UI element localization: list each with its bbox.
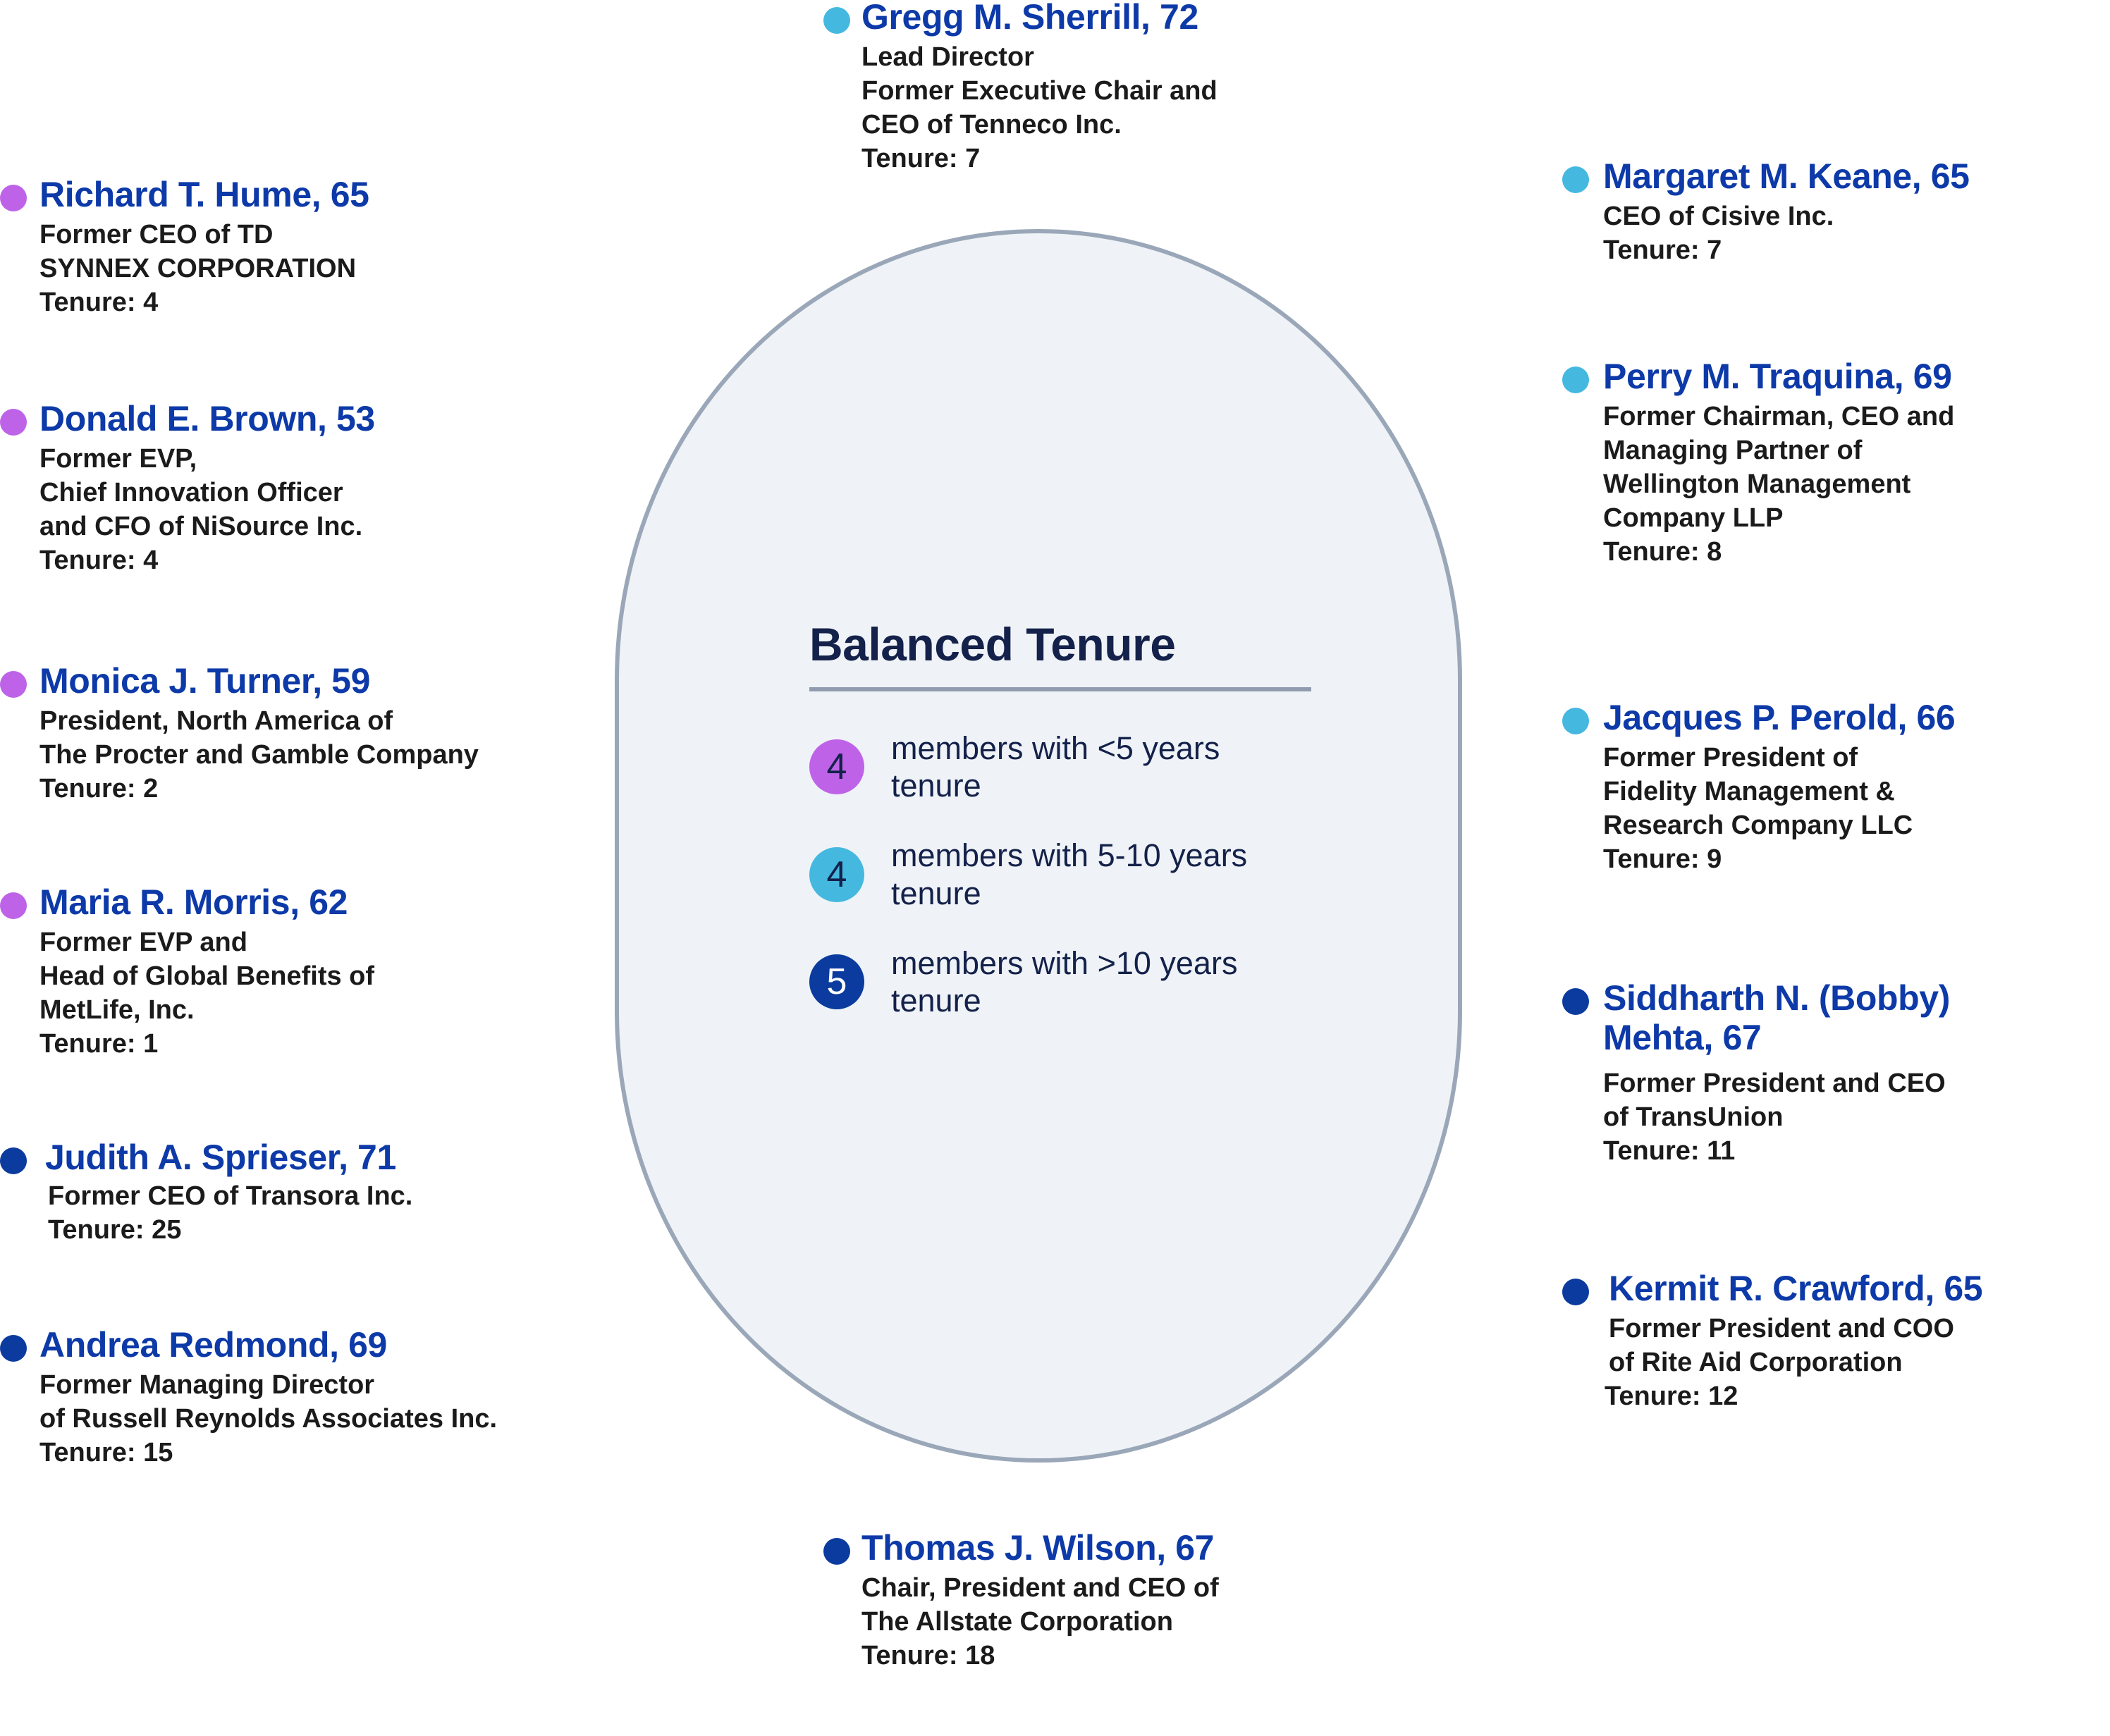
tenure-dot-icon	[1562, 988, 1589, 1015]
director-entry-donald-brown: Donald E. Brown, 53 Former EVP, Chief In…	[0, 399, 599, 578]
legend-count-bubble-over-10: 5	[809, 954, 864, 1009]
director-name: Andrea Redmond, 69	[39, 1325, 387, 1365]
tenure-dot-icon	[1562, 367, 1589, 393]
director-entry-maria-morris: Maria R. Morris, 62 Former EVP and Head …	[0, 882, 599, 1061]
director-entry-margaret-keane: Margaret M. Keane, 65 CEO of Cisive Inc.…	[1562, 156, 2110, 268]
director-desc-line: Former President and CEO	[1603, 1069, 1946, 1098]
director-tenure: Tenure: 4	[39, 287, 159, 317]
director-name: Monica J. Turner, 59	[39, 661, 371, 701]
director-desc-line: of Rite Aid Corporation	[1609, 1347, 1903, 1377]
tenure-dot-icon	[0, 1147, 27, 1174]
director-entry-richard-hume: Richard T. Hume, 65 Former CEO of TD SYN…	[0, 175, 599, 320]
director-tenure: Tenure: 25	[48, 1214, 182, 1245]
director-desc-line: Managing Partner of	[1603, 435, 1863, 465]
director-tenure: Tenure: 9	[1603, 844, 1722, 874]
director-entry-kermit-crawford: Kermit R. Crawford, 65 Former President …	[1562, 1269, 2110, 1414]
director-tenure: Tenure: 15	[39, 1437, 173, 1467]
legend-label-over-10: members with >10 years tenure	[891, 944, 1238, 1018]
legend-count-bubble-under-5: 4	[809, 739, 864, 795]
director-desc-line: Research Company LLC	[1603, 810, 1913, 840]
director-tenure: Tenure: 7	[861, 143, 981, 173]
director-desc-line: Former EVP,	[39, 444, 197, 474]
tenure-dot-icon	[823, 1538, 850, 1565]
director-desc-line: SYNNEX CORPORATION	[39, 253, 357, 283]
legend-label-5-to-10: members with 5-10 years tenure	[891, 837, 1248, 911]
director-name: Donald E. Brown, 53	[39, 399, 375, 438]
legend-item-over-10: 5 members with >10 years tenure	[809, 944, 1373, 1019]
director-name-continued: Mehta, 67	[1603, 1018, 1762, 1057]
director-entry-perry-traquina: Perry M. Traquina, 69 Former Chairman, C…	[1562, 357, 2110, 569]
director-desc-line: Former Executive Chair and	[861, 75, 1217, 106]
tenure-dot-icon	[1562, 1279, 1589, 1305]
director-entry-andrea-redmond: Andrea Redmond, 69 Former Managing Direc…	[0, 1325, 620, 1470]
legend-label-under-5: members with <5 years tenure	[891, 730, 1220, 804]
director-tenure: Tenure: 1	[39, 1028, 159, 1059]
legend-count-bubble-5-to-10: 4	[809, 847, 864, 902]
director-desc-line: President, North America of	[39, 706, 393, 736]
director-tenure: Tenure: 12	[1605, 1381, 1738, 1411]
director-desc-line: Former Managing Director	[39, 1370, 375, 1400]
director-tenure: Tenure: 7	[1603, 235, 1722, 265]
director-name: Siddharth N. (Bobby)	[1603, 978, 1950, 1018]
director-entry-siddharth-mehta: Siddharth N. (Bobby) Mehta, 67 Former Pr…	[1562, 978, 2110, 1169]
director-tenure: Tenure: 8	[1603, 536, 1722, 567]
director-desc-line: The Procter and Gamble Company	[39, 739, 479, 770]
director-role: Lead Director	[861, 42, 1034, 72]
director-desc-line: Chief Innovation Officer	[39, 477, 343, 507]
director-name: Kermit R. Crawford, 65	[1609, 1269, 1983, 1308]
director-tenure: Tenure: 2	[39, 773, 159, 804]
page-title: Balanced Tenure	[809, 618, 1176, 670]
director-desc-line: Former President of	[1603, 743, 1858, 772]
legend-item-under-5: 4 members with <5 years tenure	[809, 730, 1373, 804]
director-desc-line: of Russell Reynolds Associates Inc.	[39, 1403, 498, 1434]
director-entry-gregg-sherrill: Gregg M. Sherrill, 72 Lead Director Form…	[823, 0, 1359, 176]
balanced-tenure-panel: Balanced Tenure 4 members with <5 years …	[809, 620, 1373, 1019]
director-entry-monica-turner: Monica J. Turner, 59 President, North Am…	[0, 661, 620, 806]
tenure-dot-icon	[0, 1335, 27, 1362]
director-desc-line: Former President and COO	[1609, 1314, 1954, 1343]
title-underline-divider	[809, 687, 1311, 692]
director-desc-line: Chair, President and CEO of	[861, 1573, 1219, 1603]
director-desc-line: Head of Global Benefits of	[39, 961, 375, 991]
balanced-tenure-oval	[615, 229, 1462, 1463]
tenure-legend: 4 members with <5 years tenure 4 members…	[809, 730, 1373, 1019]
director-name: Judith A. Sprieser, 71	[45, 1138, 396, 1177]
director-desc-line: Former Chairman, CEO and	[1603, 402, 1955, 431]
director-desc-line: CEO of Cisive Inc.	[1603, 202, 1834, 231]
director-entry-thomas-wilson: Thomas J. Wilson, 67 Chair, President an…	[823, 1528, 1380, 1673]
director-desc-line: of TransUnion	[1603, 1102, 1784, 1132]
director-desc-line: CEO of Tenneco Inc.	[861, 109, 1122, 140]
director-name: Maria R. Morris, 62	[39, 882, 348, 922]
tenure-dot-icon	[0, 185, 27, 211]
director-name: Perry M. Traquina, 69	[1603, 357, 1952, 396]
tenure-dot-icon	[823, 7, 850, 34]
director-name: Margaret M. Keane, 65	[1603, 156, 1970, 196]
tenure-dot-icon	[0, 671, 27, 698]
director-entry-judith-sprieser: Judith A. Sprieser, 71 Former CEO of Tra…	[0, 1138, 599, 1248]
tenure-dot-icon	[1562, 708, 1589, 734]
tenure-dot-icon	[0, 892, 27, 919]
director-desc-line: and CFO of NiSource Inc.	[39, 511, 363, 541]
director-desc-line: Company LLP	[1603, 503, 1784, 533]
director-desc-line: Former CEO of Transora Inc.	[48, 1181, 413, 1211]
director-tenure: Tenure: 11	[1603, 1135, 1736, 1166]
tenure-dot-icon	[0, 409, 27, 436]
director-desc-line: Former EVP and	[39, 928, 247, 957]
director-name: Gregg M. Sherrill, 72	[861, 0, 1198, 37]
director-name: Richard T. Hume, 65	[39, 175, 369, 214]
director-name: Thomas J. Wilson, 67	[861, 1528, 1215, 1568]
director-tenure: Tenure: 18	[861, 1640, 995, 1670]
director-desc-line: Former CEO of TD	[39, 220, 274, 250]
legend-item-5-to-10: 4 members with 5-10 years tenure	[809, 837, 1373, 911]
director-desc-line: MetLife, Inc.	[39, 995, 195, 1025]
director-desc-line: Wellington Management	[1603, 469, 1911, 499]
director-tenure: Tenure: 4	[39, 545, 159, 575]
director-desc-line: Fidelity Management &	[1603, 776, 1895, 806]
tenure-dot-icon	[1562, 166, 1589, 193]
director-desc-line: The Allstate Corporation	[861, 1606, 1173, 1637]
director-name: Jacques P. Perold, 66	[1603, 698, 1956, 737]
director-entry-jacques-perold: Jacques P. Perold, 66 Former President o…	[1562, 698, 2110, 877]
